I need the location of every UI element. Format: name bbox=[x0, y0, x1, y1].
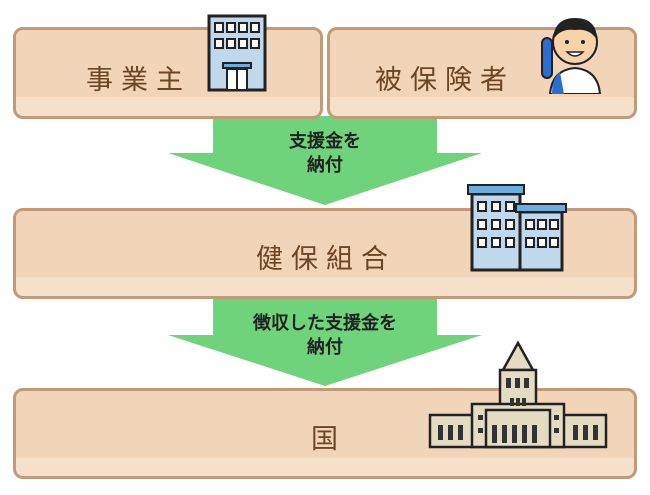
employer-box: 事業主 bbox=[13, 27, 323, 119]
diet-building-icon bbox=[428, 340, 608, 449]
arrow-1 bbox=[168, 116, 482, 205]
arrow-1-line1: 支援金を bbox=[289, 131, 361, 152]
insured-label: 被保険者 bbox=[375, 65, 515, 96]
person-icon bbox=[541, 18, 602, 94]
state-label: 国 bbox=[311, 424, 346, 455]
arrow-2-line2: 納付 bbox=[307, 337, 343, 358]
employer-label: 事業主 bbox=[86, 65, 191, 96]
arrow-2-label: 徴収した支援金を 納付 bbox=[175, 312, 475, 360]
union-building-icon bbox=[467, 184, 567, 272]
arrow-1-label: 支援金を 納付 bbox=[175, 130, 475, 178]
office-building-icon bbox=[207, 14, 267, 92]
arrow-1-line2: 納付 bbox=[307, 155, 343, 176]
health-union-label: 健保組合 bbox=[256, 244, 396, 275]
arrow-2 bbox=[168, 296, 482, 386]
arrow-2-line1: 徴収した支援金を bbox=[253, 313, 397, 334]
